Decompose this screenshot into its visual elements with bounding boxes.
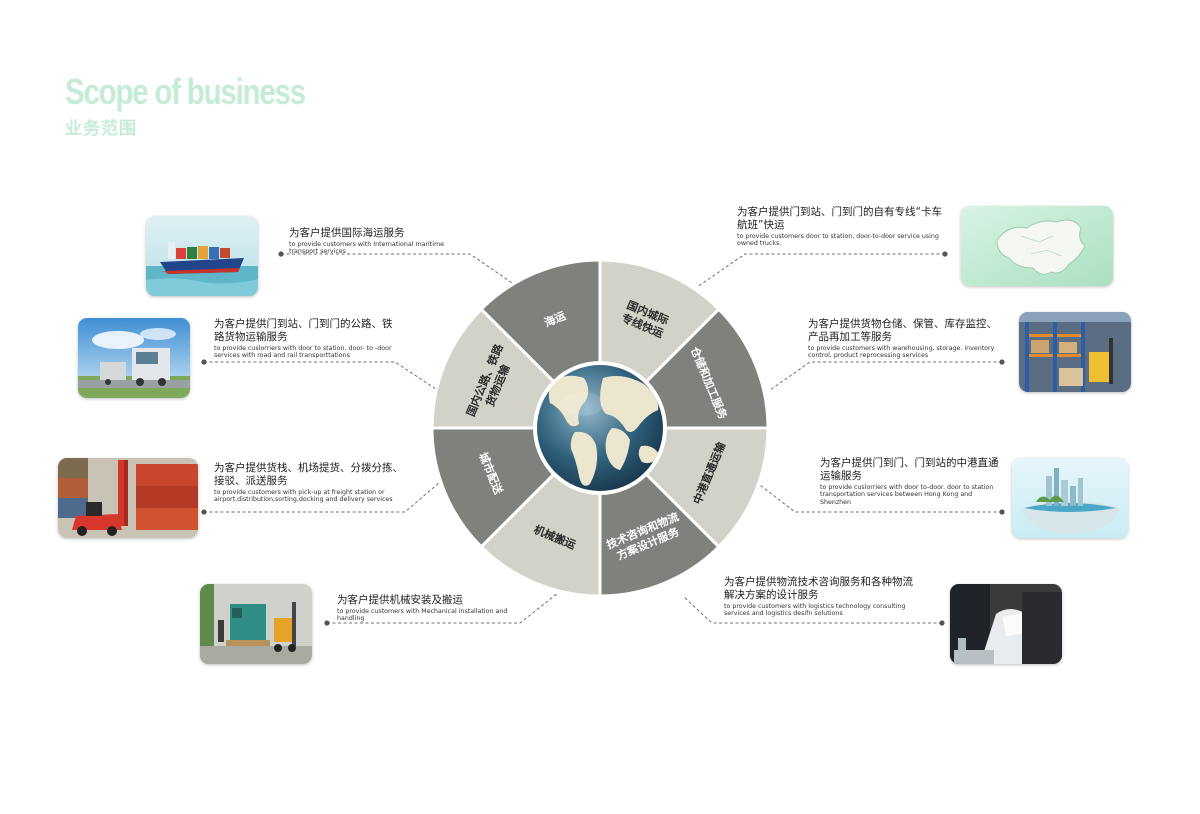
port-forklift-photo <box>58 458 198 538</box>
service-desc-express-cn: 为客户提供门到站、门到门的自有专线“卡车航班”快运 <box>737 206 942 231</box>
service-desc-warehousing-cn: 为客户提供货物仓储、保管、库存监控、产品再加工等服务 <box>808 318 997 343</box>
service-desc-consulting-cn: 为客户提供物流技术咨询服务和各种物流解决方案的设计服务 <box>724 576 913 601</box>
connector-city <box>204 481 441 513</box>
connector-lines <box>201 251 1005 626</box>
service-desc-express-en: to provide customers door to station, do… <box>737 233 939 248</box>
service-desc-city-en: to provide customers with pick-up at fre… <box>214 489 393 504</box>
connector-warehousing <box>769 361 1002 391</box>
connector-dot <box>278 251 284 257</box>
service-desc-road-en: to provide cuslorriers with door to stat… <box>214 345 392 360</box>
page-title: Scope of business <box>65 71 306 112</box>
connector-road <box>204 361 443 394</box>
service-desc-warehousing: 为客户提供货物仓储、保管、库存监控、产品再加工等服务 to provide cu… <box>808 318 1000 360</box>
connector-dot <box>201 359 207 365</box>
service-desc-hk-cn: 为客户提供门到门、门到站的中港直通运输服务 <box>820 457 999 482</box>
service-desc-mechanical-cn: 为客户提供机械安装及搬运 <box>337 594 463 606</box>
cargo-ship-photo <box>146 216 258 296</box>
service-desc-consulting-en: to provide customers with logistics tech… <box>724 603 906 618</box>
service-desc-mechanical: 为客户提供机械安装及搬运 to provide customers with M… <box>337 594 517 623</box>
service-desc-road-cn: 为客户提供门到站、门到门的公路、铁路货物运输服务 <box>214 318 393 343</box>
service-desc-sea-cn: 为客户提供国际海运服务 <box>289 227 405 239</box>
connector-dot <box>942 251 948 257</box>
connector-hk <box>755 481 1002 513</box>
connector-express <box>696 253 945 288</box>
service-desc-mechanical-en: to provide customers with Mechanical ins… <box>337 608 508 623</box>
page-header: Scope of business 业务范围 <box>65 71 358 140</box>
warehouse-photo <box>1019 312 1131 392</box>
connector-dot <box>999 509 1005 515</box>
globe-icon <box>533 361 667 495</box>
connector-consulting <box>683 596 942 624</box>
connector-dot <box>999 359 1005 365</box>
connector-dot <box>201 509 207 515</box>
china-map-photo <box>961 206 1113 286</box>
service-desc-city: 为客户提供货栈、机场提货、分拨分拣、接驳、派送服务 to provide cus… <box>214 462 404 504</box>
service-desc-warehousing-en: to provide customers with warehousing, s… <box>808 345 995 360</box>
wheel-sectors <box>430 258 770 598</box>
service-desc-hk-en: to provide cuslorriers with door to-door… <box>820 484 994 506</box>
service-desc-sea: 为客户提供国际海运服务 to provide customers with In… <box>289 227 461 256</box>
machinery-handling-photo <box>200 584 312 664</box>
connector-dot <box>324 620 330 626</box>
service-desc-express: 为客户提供门到站、门到门的自有专线“卡车航班”快运 to provide cus… <box>737 206 942 248</box>
service-desc-consulting: 为客户提供物流技术咨询服务和各种物流解决方案的设计服务 to provide c… <box>724 576 922 618</box>
hong-kong-skyline-photo <box>1012 458 1128 538</box>
truck-photo <box>78 318 190 398</box>
business-meeting-photo <box>950 584 1062 664</box>
service-desc-road: 为客户提供门到站、门到门的公路、铁路货物运输服务 to provide cusl… <box>214 318 394 360</box>
service-desc-hk: 为客户提供门到门、门到站的中港直通运输服务 to provide cuslorr… <box>820 457 1002 506</box>
connector-mechanical <box>327 592 559 624</box>
service-desc-city-cn: 为客户提供货栈、机场提货、分拨分拣、接驳、派送服务 <box>214 462 403 487</box>
connector-dot <box>939 620 945 626</box>
connector-sea <box>281 253 519 288</box>
page-subtitle: 业务范围 <box>65 119 137 139</box>
service-desc-sea-en: to provide customers with International … <box>289 241 445 256</box>
